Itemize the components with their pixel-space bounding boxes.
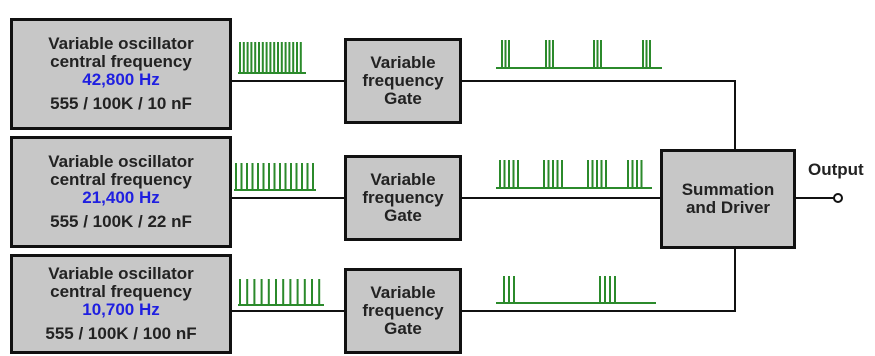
- gate-block-1: Variable frequency Gate: [344, 38, 462, 124]
- oscillator-subtitle: central frequency: [50, 170, 192, 190]
- oscillator-components: 555 / 100K / 100 nF: [45, 323, 197, 343]
- oscillator-components: 555 / 100K / 22 nF: [50, 211, 192, 231]
- gated-signal-1-waveform: [501, 40, 651, 68]
- gate-label-line2: frequency: [362, 71, 444, 91]
- gate-block-2: Variable frequency Gate: [344, 155, 462, 241]
- oscillator-subtitle: central frequency: [50, 282, 192, 302]
- oscillator-block-1: Variable oscillator central frequency 42…: [10, 18, 232, 130]
- gate-block-3: Variable frequency Gate: [344, 268, 462, 354]
- gate-label-line1: Variable: [370, 170, 436, 190]
- gate1-to-sum-wire: [462, 80, 736, 149]
- oscillator-title: Variable oscillator: [48, 34, 194, 54]
- summation-driver-block: Summation and Driver: [660, 149, 796, 249]
- oscillator-title: Variable oscillator: [48, 264, 194, 284]
- oscillator-block-2: Variable oscillator central frequency 21…: [10, 136, 232, 248]
- gated-signal-2-waveform: [499, 160, 643, 188]
- gate-label-line3: Gate: [384, 88, 422, 108]
- oscillator-1-waveform: [239, 42, 302, 73]
- gated-signal-3-waveform: [503, 276, 616, 303]
- gate-label-line3: Gate: [384, 205, 422, 225]
- output-label: Output: [808, 160, 864, 179]
- gate-label-line1: Variable: [370, 283, 436, 303]
- oscillator-frequency: 42,800 Hz: [82, 70, 160, 89]
- oscillator-3-waveform: [239, 279, 321, 305]
- gate-label-line2: frequency: [362, 301, 444, 321]
- output-terminal-icon: [833, 193, 843, 203]
- summation-label-line1: Summation: [681, 180, 775, 200]
- oscillator-title: Variable oscillator: [48, 152, 194, 172]
- gate-label-line1: Variable: [370, 53, 436, 73]
- gate-label-line3: Gate: [384, 318, 422, 338]
- oscillator-subtitle: central frequency: [50, 52, 192, 72]
- oscillator-block-3: Variable oscillator central frequency 10…: [10, 254, 232, 354]
- summation-label-line2: and Driver: [685, 198, 771, 217]
- gate3-to-sum-wire: [462, 249, 736, 312]
- gate-label-line2: frequency: [362, 188, 444, 208]
- oscillator-components: 555 / 100K / 10 nF: [50, 93, 192, 113]
- oscillator-2-waveform: [235, 163, 314, 190]
- oscillator-frequency: 21,400 Hz: [82, 188, 160, 207]
- oscillator-frequency: 10,700 Hz: [82, 300, 160, 319]
